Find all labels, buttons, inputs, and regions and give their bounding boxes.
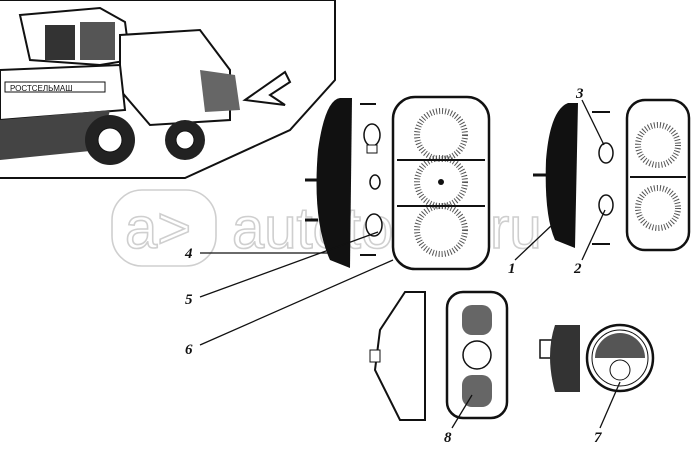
- watermark: a> autotoper.ru: [111, 189, 542, 267]
- side-lamp-lens: [445, 290, 509, 420]
- rear-lamp-right-lens: [625, 98, 691, 252]
- inset-plate-text: РОСТСЕЛЬМАШ: [10, 84, 73, 93]
- rear-lamp-left-lens: [391, 95, 491, 271]
- bulbs-and-screws-left: [360, 103, 383, 256]
- svg-text:a>: a>: [125, 196, 191, 261]
- label-5: 5: [185, 292, 193, 308]
- label-3: 3: [575, 86, 584, 102]
- label-8: 8: [444, 430, 452, 446]
- rear-lamp-right-housing: [533, 103, 578, 248]
- label-2: 2: [573, 261, 582, 277]
- arrow-icon: [242, 70, 292, 106]
- label-4: 4: [184, 246, 193, 262]
- label-1: 1: [508, 261, 516, 277]
- label-7: 7: [594, 430, 602, 446]
- round-lamp-lens: [585, 323, 655, 393]
- side-lamp-housing: [369, 291, 426, 421]
- label-6: 6: [185, 342, 193, 358]
- rear-lamp-left-housing: [305, 98, 352, 268]
- combine-harvester-inset: РОСТСЕЛЬМАШ: [0, 0, 336, 179]
- round-lamp-housing: [539, 325, 580, 392]
- bulbs-right: [592, 111, 614, 245]
- svg-text:autotoper.ru: autotoper.ru: [232, 196, 542, 261]
- leader-lines: [199, 99, 621, 429]
